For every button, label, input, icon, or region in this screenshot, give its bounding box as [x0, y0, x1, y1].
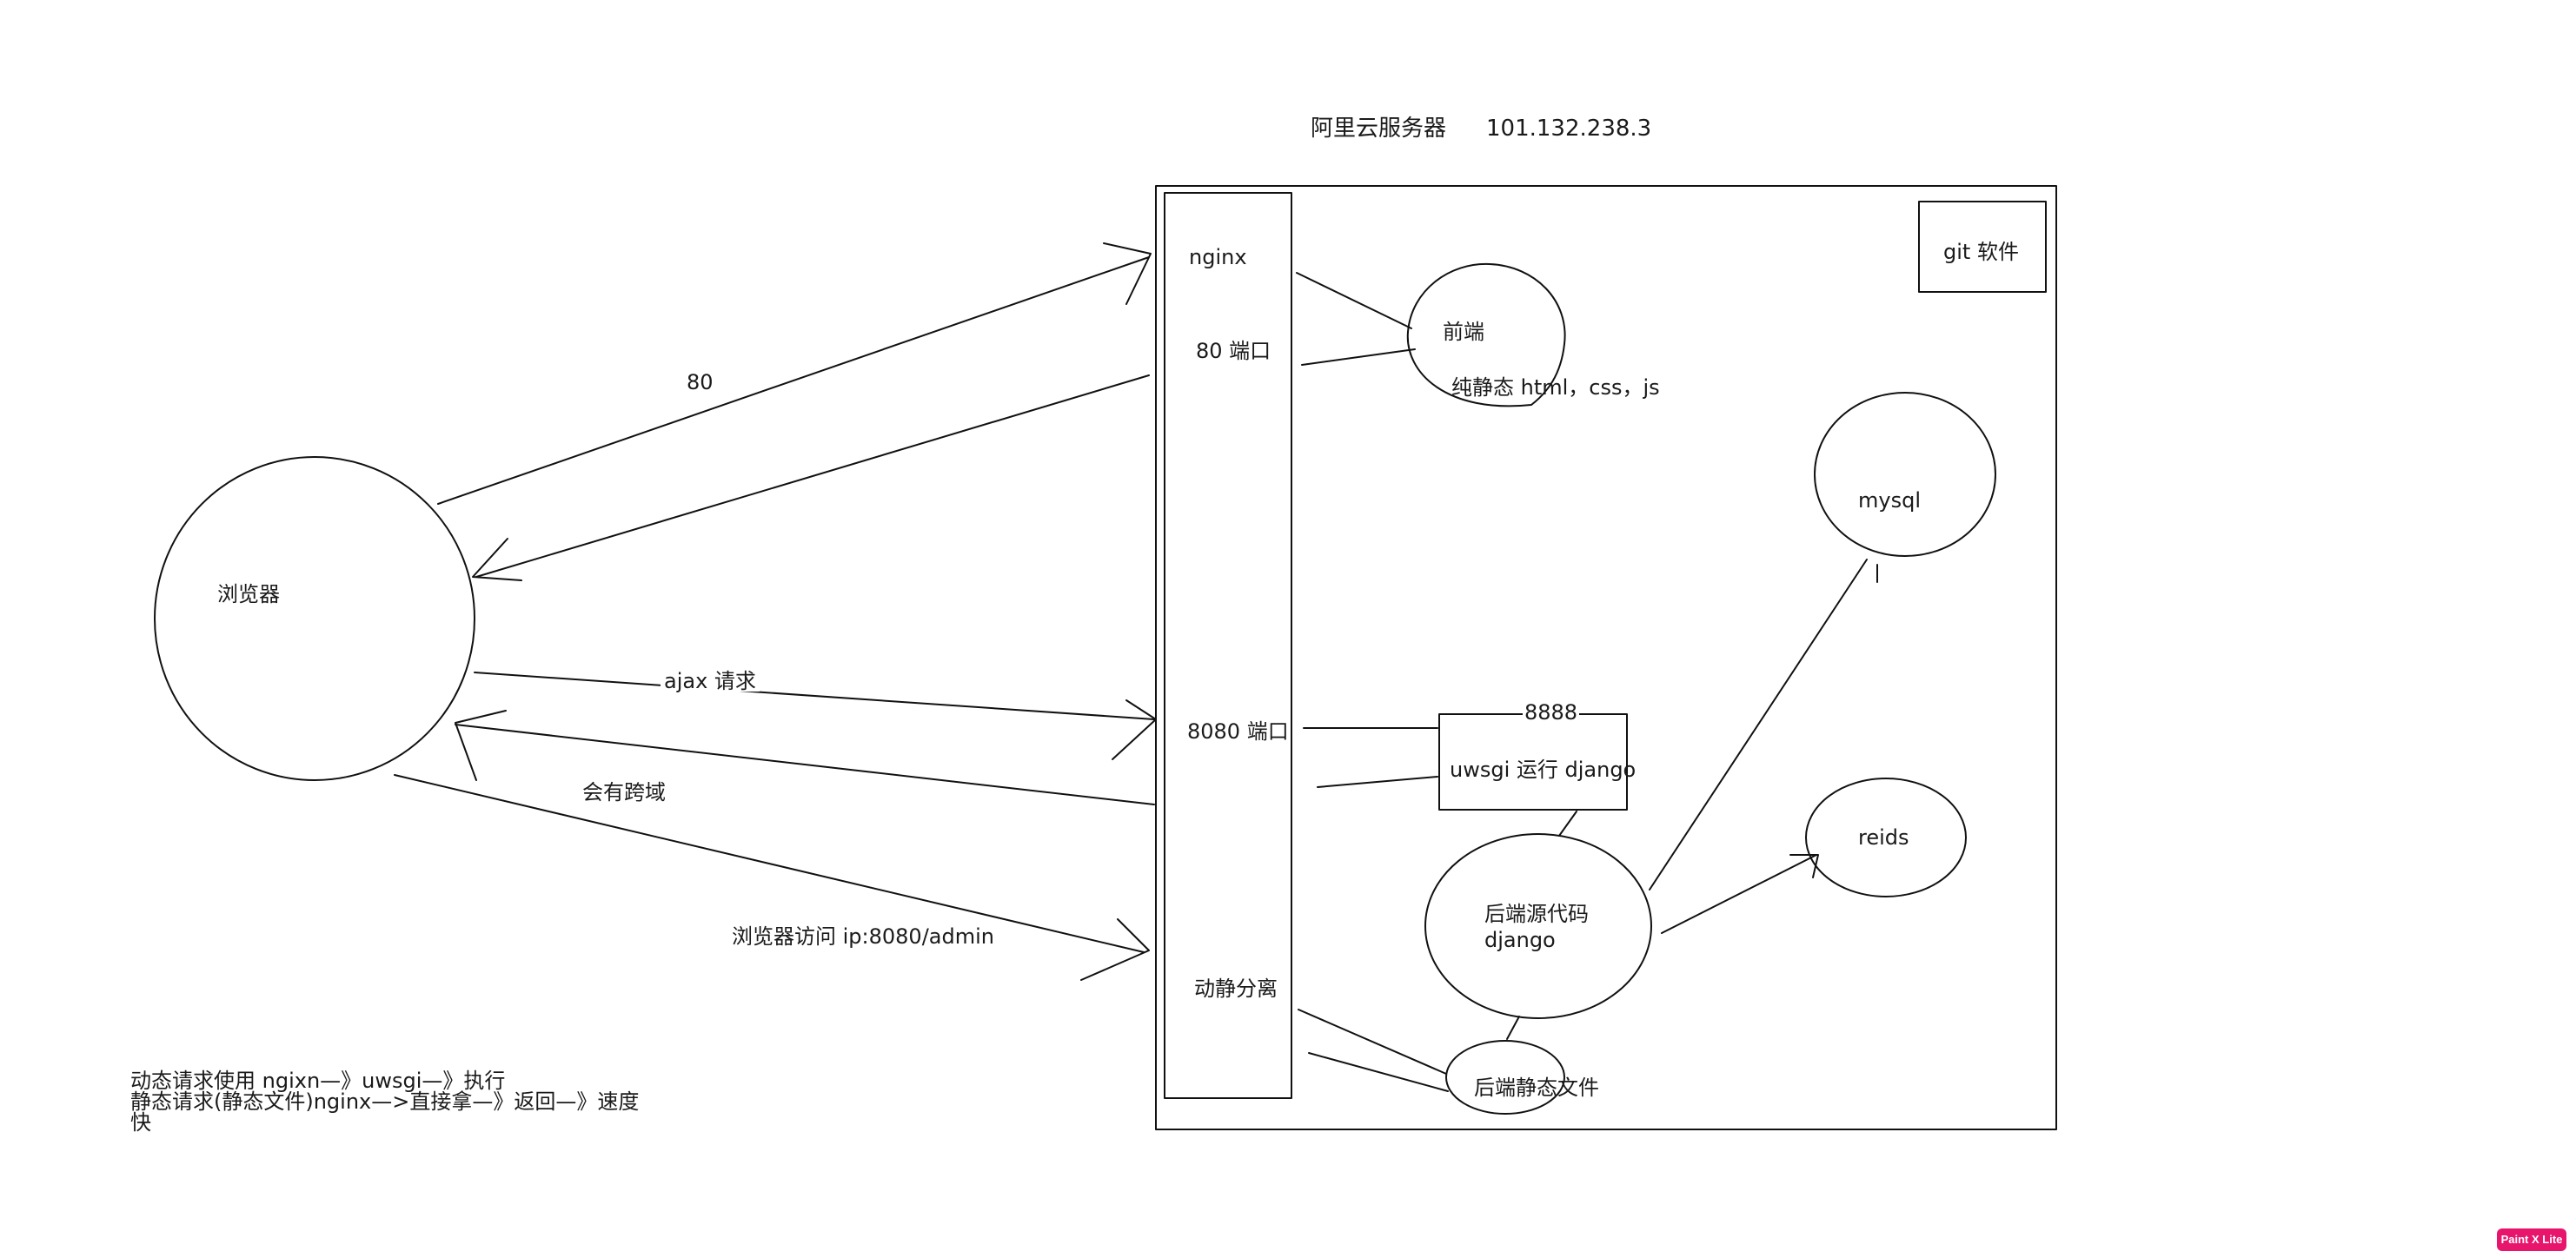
edge-admin-access: [394, 774, 1145, 953]
arrowhead-ajax: [1112, 699, 1157, 760]
redis-node: [1805, 778, 1967, 897]
browser-node: [154, 456, 475, 781]
note-line-1: 动态请求使用 ngixn—》uwsgi—》执行: [130, 1069, 506, 1093]
arrowhead-admin: [1080, 918, 1150, 981]
port-80-label: 80 端口: [1196, 339, 1271, 363]
arrowhead-nginx-80: [1103, 242, 1152, 305]
uwsgi-port-label: 8888: [1523, 700, 1580, 725]
edge-nginx-frontend-1: [1296, 272, 1412, 329]
git-label: git 软件: [1943, 240, 2019, 264]
note-line-3: 快: [130, 1110, 151, 1135]
edge-label-admin: 浏览器访问 ip:8080/admin: [732, 924, 994, 949]
edge-label-cross-domain: 会有跨域: [582, 780, 666, 804]
nginx-label: nginx: [1189, 245, 1247, 269]
edge-cross-domain: [455, 724, 1155, 805]
server-title: 阿里云服务器: [1311, 116, 1447, 142]
uwsgi-label: uwsgi 运行 django: [1450, 758, 1637, 782]
server-ip: 101.132.238.3: [1486, 116, 1652, 142]
edge-backend-static: [1506, 1016, 1520, 1040]
arrowhead-redis: [1789, 854, 1819, 878]
backend-static-label: 后端静态文件: [1474, 1076, 1599, 1100]
frontend-desc: 纯静态 html，css，js: [1451, 375, 1660, 400]
edge-uwsgi-backend: [1558, 811, 1577, 837]
backend-label-line2: django: [1484, 928, 1556, 952]
notes: 动态请求使用 ngixn—》uwsgi—》执行 静态请求(静态文件)nginx—…: [130, 1070, 639, 1133]
arrowhead-cross-domain: [455, 710, 507, 781]
edge-backend-redis: [1661, 854, 1817, 934]
port-8080-label: 8080 端口: [1187, 719, 1289, 744]
frontend-label: 前端: [1443, 320, 1484, 344]
edge-browser-to-nginx: [437, 256, 1150, 505]
server-box: [1155, 185, 2057, 1130]
mysql-node: [1814, 392, 1996, 557]
backend-node: [1424, 833, 1652, 1019]
note-line-2: 静态请求(静态文件)nginx—>直接拿—》返回—》速度: [130, 1089, 640, 1114]
backend-label-line1: 后端源代码: [1484, 902, 1589, 926]
edge-ajax: [474, 672, 1155, 720]
static-dynamic-label: 动静分离: [1194, 977, 1278, 1001]
frontend-node: [1406, 262, 1566, 407]
edge-backend-mysql: [1649, 559, 1868, 891]
redis-label: reids: [1858, 825, 1909, 850]
edge-nginx-to-browser: [475, 374, 1150, 578]
git-box: [1918, 201, 2047, 293]
browser-label: 浏览器: [217, 582, 280, 606]
edge-label-ajax: ajax 请求: [661, 671, 760, 692]
arrowhead-browser-return: [472, 538, 522, 581]
backend-static-node: [1445, 1040, 1565, 1115]
edge-8080-uwsgi-2: [1317, 776, 1438, 788]
edge-static-1: [1298, 1009, 1447, 1075]
edge-static-2: [1308, 1052, 1449, 1092]
nginx-column: [1164, 192, 1292, 1099]
edge-label-80: 80: [687, 370, 714, 394]
mysql-label: mysql: [1858, 488, 1921, 513]
watermark-badge: Paint X Lite: [2497, 1228, 2566, 1251]
edge-nginx-frontend-2: [1301, 348, 1416, 366]
